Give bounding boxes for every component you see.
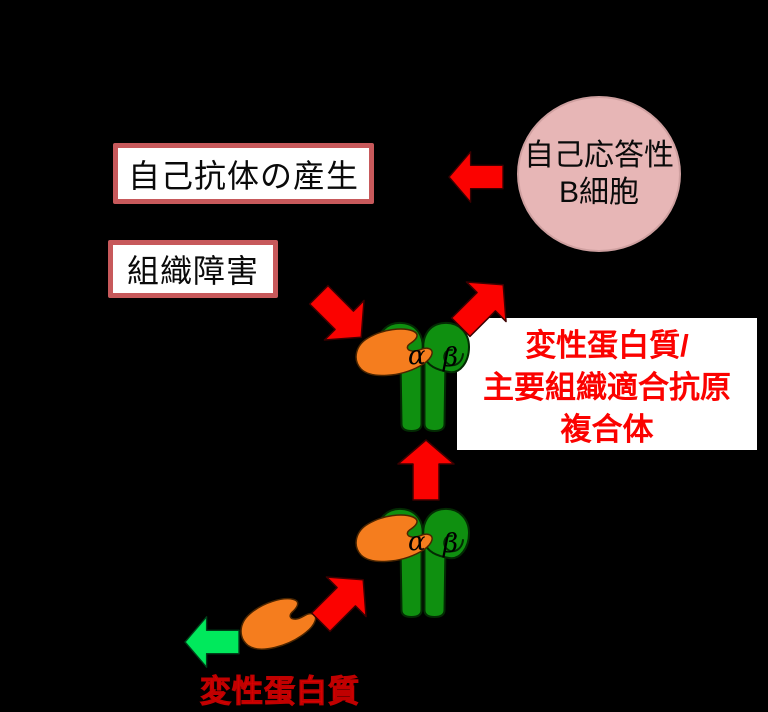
lower-mhc-complex: α β bbox=[355, 507, 470, 618]
beta-chain-label: β bbox=[442, 343, 458, 373]
arrow-bcell-to-autoantibody-icon bbox=[448, 151, 504, 203]
alpha-chain-label: α bbox=[408, 341, 426, 371]
complex-caption-line3: 複合体 bbox=[560, 412, 654, 447]
free-denatured-protein-icon bbox=[235, 593, 321, 654]
beta-chain-label: β bbox=[442, 529, 458, 559]
tissue-damage-box: 組織障害 bbox=[108, 240, 278, 298]
arrow-protein-to-mhc-icon bbox=[300, 559, 384, 643]
autoreactive-b-cell-circle: 自己応答性 B細胞 bbox=[517, 96, 681, 252]
b-cell-label-line2: B細胞 bbox=[558, 176, 639, 209]
alpha-chain-label: α bbox=[408, 527, 426, 557]
autoantibody-production-label: 自己抗体の産生 bbox=[127, 157, 359, 194]
autoantibody-production-box: 自己抗体の産生 bbox=[113, 143, 374, 204]
arrow-complex-up-icon bbox=[397, 439, 455, 501]
arrow-protein-export-icon bbox=[184, 616, 240, 668]
complex-caption-box: 変性蛋白質/ 主要組織適合抗原 複合体 bbox=[457, 318, 757, 450]
complex-caption-line2: 主要組織適合抗原 bbox=[483, 370, 731, 405]
tissue-damage-label: 組織障害 bbox=[126, 253, 259, 289]
complex-caption-line1: 変性蛋白質/ bbox=[525, 328, 689, 363]
denatured-protein-caption: 変性蛋白質 bbox=[200, 674, 360, 710]
b-cell-label-line1: 自己応答性 bbox=[524, 139, 674, 172]
upper-mhc-complex: α β bbox=[355, 321, 470, 432]
